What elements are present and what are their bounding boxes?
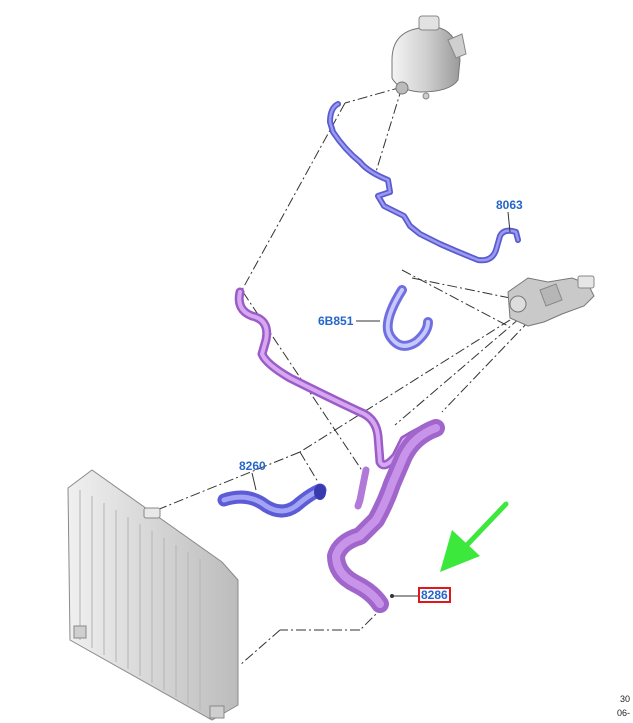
hose-8063: [327, 101, 521, 264]
thermostat-housing-icon: [507, 275, 595, 327]
hose-6B851: [382, 285, 433, 351]
hose-8260: [217, 483, 327, 518]
leader-8286-dot: [390, 594, 394, 598]
leader-8260: [251, 472, 257, 491]
footer-ref-2: 06-: [617, 708, 631, 718]
part-label-8063[interactable]: 8063: [496, 198, 523, 212]
hose-8286: [327, 419, 445, 613]
part-label-8260[interactable]: 8260: [239, 459, 266, 473]
leader-8063: [507, 211, 511, 233]
radiator-icon: [67, 469, 239, 721]
direction-arrow-icon: [440, 501, 509, 572]
footer-ref-1: 30: [620, 694, 631, 704]
part-label-8286[interactable]: 8286: [418, 587, 451, 603]
coolant-expansion-tank-icon: [391, 15, 467, 100]
part-label-6B851[interactable]: 6B851: [318, 314, 354, 328]
